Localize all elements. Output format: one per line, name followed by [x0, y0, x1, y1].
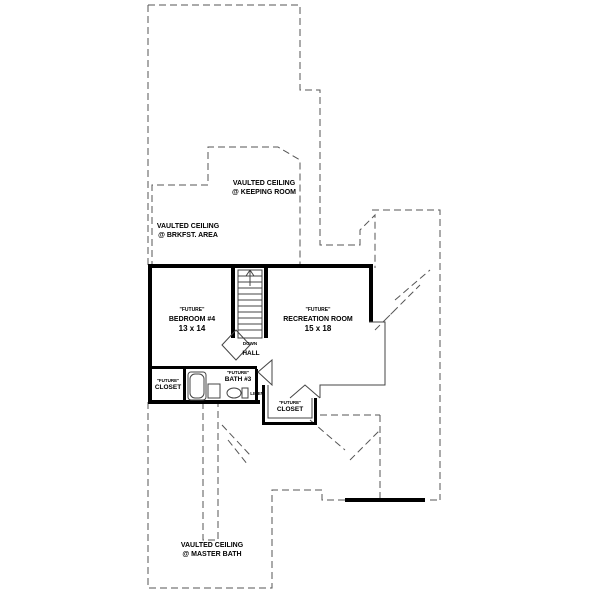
master-bath-label-1: VAULTED CEILING [181, 542, 244, 549]
bath3-future: "FUTURE" [227, 370, 250, 375]
lower-outline [147, 402, 440, 589]
bedroom4-dims: 13 x 14 [179, 324, 206, 333]
vaulted-outline-main [148, 4, 376, 268]
vanity [207, 383, 221, 399]
lower-right-outline [320, 414, 381, 500]
hall-label: HALL [242, 350, 259, 357]
bathtub [187, 371, 207, 401]
toilet [226, 387, 242, 399]
closet-right-walls [262, 384, 321, 425]
closet-left-name: CLOSET [155, 384, 181, 391]
lower-diagonals [221, 419, 381, 466]
closet-left-future: "FUTURE" [157, 378, 180, 383]
staircase [237, 269, 263, 339]
master-bath-label-2: @ MASTER BATH [182, 551, 241, 558]
hall-door [257, 358, 273, 387]
upper-floor-walls [148, 264, 386, 404]
closet-right-future: "FUTURE" [279, 400, 302, 405]
lower-inner-outline [202, 402, 219, 541]
brkfst-area-label-2: @ BRKFST. AREA [158, 232, 218, 239]
ledge-line [345, 498, 425, 502]
linen-label: LINEN [250, 391, 264, 396]
keeping-room-label-1: VAULTED CEILING [233, 180, 296, 187]
bedroom-door [221, 329, 251, 361]
down-label: DOWN [243, 341, 257, 346]
lower-level-outline [147, 4, 441, 589]
vaulted-step-outline [151, 146, 301, 268]
bedroom4-name: BEDROOM #4 [169, 316, 215, 323]
recreation-name: RECREATION ROOM [283, 316, 353, 323]
closet-right-name: CLOSET [277, 406, 303, 413]
brkfst-area-label-1: VAULTED CEILING [157, 223, 220, 230]
keeping-room-label-2: @ KEEPING ROOM [232, 189, 296, 196]
right-wing-diagonal [374, 269, 431, 331]
right-wing-outline [372, 209, 441, 500]
bath3-name: BATH #3 [225, 376, 252, 383]
recreation-dims: 15 x 18 [305, 324, 332, 333]
bedroom4-future: "FUTURE" [179, 307, 205, 313]
recreation-future: "FUTURE" [305, 307, 331, 313]
